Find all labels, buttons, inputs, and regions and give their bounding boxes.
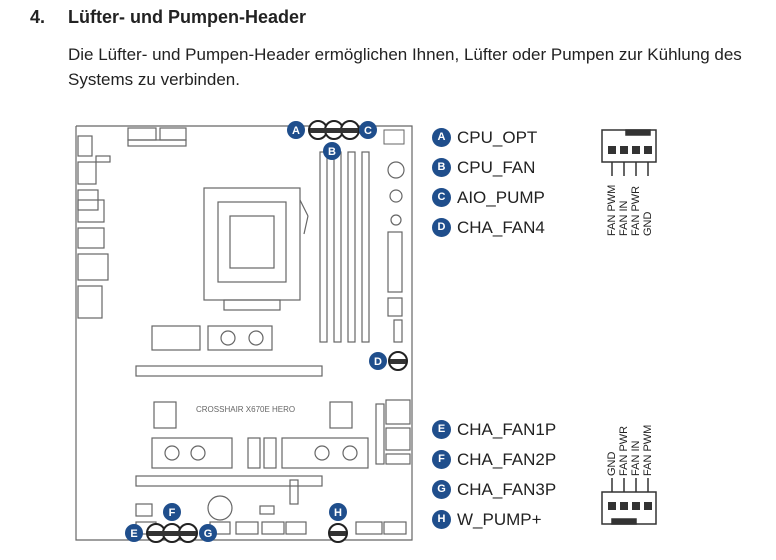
- badge-g: G: [432, 480, 451, 499]
- svg-text:A: A: [292, 125, 300, 137]
- marker-g: G: [199, 524, 217, 542]
- atx-power: [387, 231, 403, 293]
- section-description: Die Lüfter- und Pumpen-Header ermögliche…: [68, 45, 742, 89]
- legend-label: CHA_FAN4: [457, 218, 545, 237]
- legend-label: AIO_PUMP: [457, 188, 545, 207]
- pcie-slot: [135, 365, 323, 377]
- pin-label-top: FAN PWR: [630, 185, 642, 236]
- badge-a: A: [432, 128, 451, 147]
- badge-c: C: [432, 188, 451, 207]
- svg-text:G: G: [204, 528, 213, 540]
- svg-text:D: D: [374, 356, 382, 368]
- svg-text:F: F: [169, 507, 176, 519]
- pin-label-top: FAN IN: [618, 200, 630, 236]
- marker-b: B: [323, 142, 341, 160]
- pin-label-bottom: FAN PWM: [642, 424, 654, 476]
- dimm-slot: [333, 151, 342, 343]
- legend-label: CPU_OPT: [457, 128, 538, 147]
- svg-text:E: E: [130, 528, 137, 540]
- pin-label-bottom: FAN IN: [630, 440, 642, 476]
- badge-b: B: [432, 158, 451, 177]
- pin-label-top: GND: [642, 211, 654, 236]
- badge-e: E: [432, 420, 451, 439]
- board-model-text: CROSSHAIR X670E HERO: [196, 405, 295, 414]
- legend-label: CPU_FAN: [457, 158, 536, 177]
- dimm-slot: [319, 151, 328, 343]
- badge-d: D: [432, 218, 451, 237]
- badge-h: H: [432, 510, 451, 529]
- header-highlights: [146, 120, 408, 543]
- svg-text:H: H: [334, 507, 342, 519]
- pin-label-top: FAN PWM: [606, 184, 618, 236]
- svg-text:B: B: [328, 146, 336, 158]
- legend-label: CHA_FAN2P: [457, 450, 557, 469]
- cmos-battery: [207, 495, 233, 521]
- section-title: Lüfter- und Pumpen-Header: [68, 7, 307, 27]
- legend-label: CHA_FAN3P: [457, 480, 557, 499]
- marker-a: A: [287, 121, 305, 139]
- dimm-slot: [361, 151, 370, 343]
- section-number: 4.: [30, 7, 46, 27]
- marker-badges: A B C D E F G H: [125, 121, 387, 542]
- marker-c: C: [359, 121, 377, 139]
- marker-d: D: [369, 352, 387, 370]
- pcie-slot: [135, 475, 323, 487]
- legend-label: W_PUMP+: [457, 510, 542, 529]
- pin-label-bottom: FAN PWR: [618, 425, 630, 476]
- pinout-top-diagram: [601, 129, 657, 176]
- legend-label: CHA_FAN1P: [457, 420, 557, 439]
- marker-f: F: [163, 503, 181, 521]
- badge-f: F: [432, 450, 451, 469]
- dimm-slot: [347, 151, 356, 343]
- marker-e: E: [125, 524, 143, 542]
- pin-label-bottom: GND: [606, 451, 618, 476]
- pinout-bottom-diagram: [601, 478, 657, 525]
- svg-text:C: C: [364, 125, 372, 137]
- marker-h: H: [329, 503, 347, 521]
